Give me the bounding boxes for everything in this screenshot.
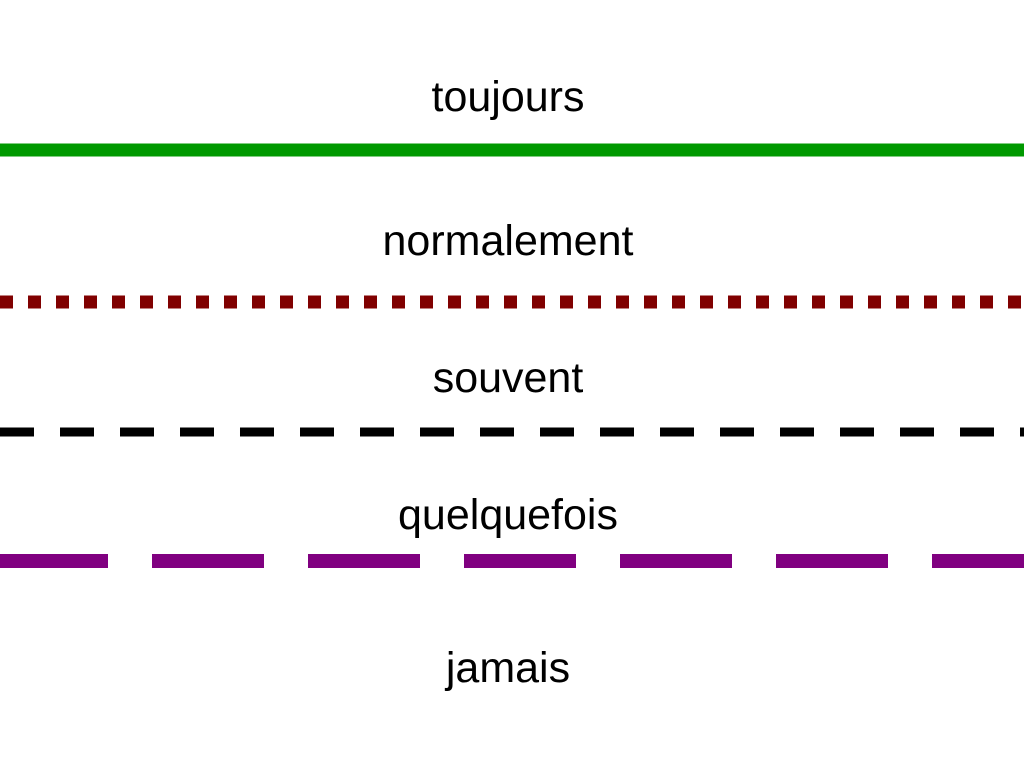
label-normalement: normalement	[382, 217, 634, 265]
label-quelquefois: quelquefois	[398, 491, 618, 539]
label-souvent: souvent	[432, 354, 584, 402]
label-toujours: toujours	[431, 73, 585, 121]
label-jamais: jamais	[445, 644, 571, 692]
